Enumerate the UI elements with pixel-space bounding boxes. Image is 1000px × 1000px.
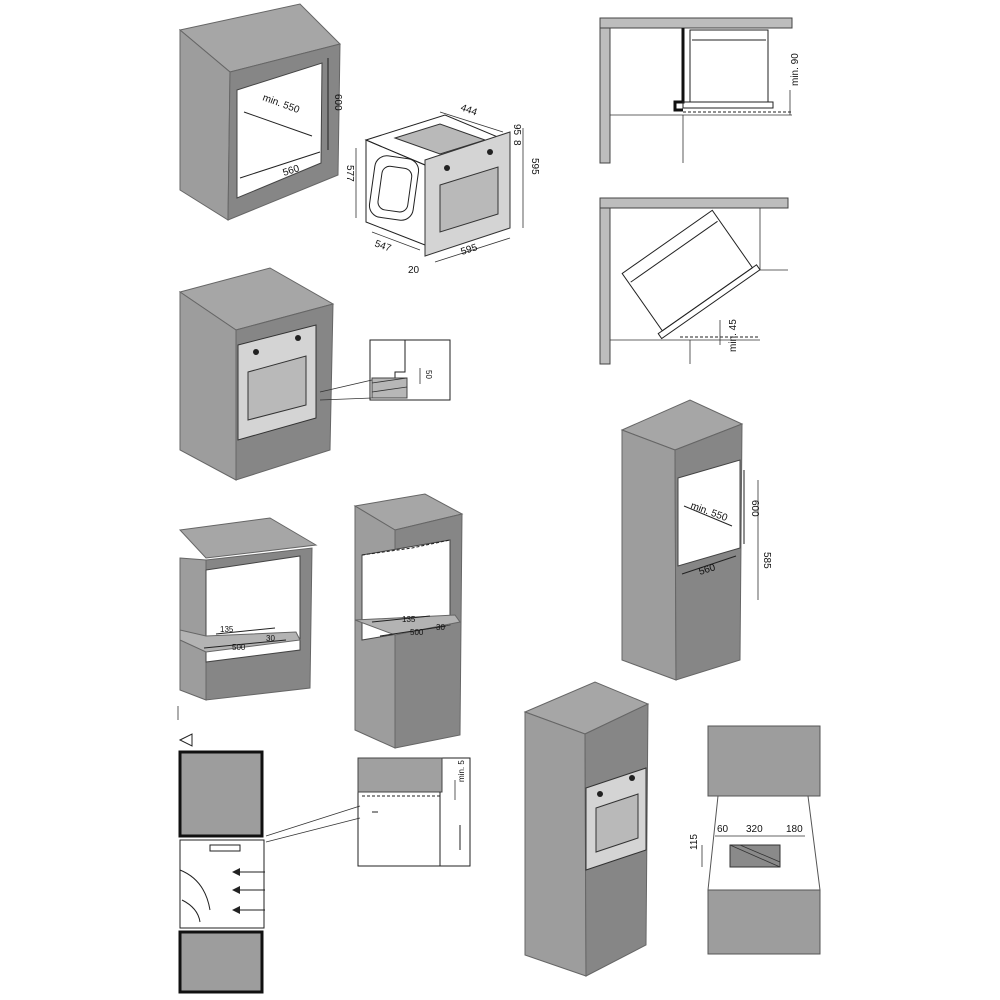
dim-oven-front-width: 595 xyxy=(460,242,480,258)
dim-gap-50: 50 xyxy=(424,370,433,379)
dim-clearance-min-5: min. 5 xyxy=(457,760,466,782)
dim-oven-front-height: 595 xyxy=(529,158,540,175)
dim-tall-niche-width: 560 xyxy=(698,562,718,578)
panel-ventilation-detail: min. 5 xyxy=(357,757,471,867)
dim-niche-width: 560 xyxy=(282,163,302,179)
panel-ventilation-side xyxy=(177,706,361,994)
dim-oven-side-height: 577 xyxy=(344,165,355,182)
dim-height-from-floor: 585 xyxy=(761,552,772,569)
dim-niche-height: 600 xyxy=(332,94,343,111)
panel-base-cabinet-opening: 135 500 30 xyxy=(178,517,318,701)
panel-tall-cabinet-niche: min. 550 600 560 585 xyxy=(620,399,772,681)
panel-oven-dimensions: 444 577 547 20 595 8 95 595 xyxy=(344,102,540,276)
dim-opening-width-320: 320 xyxy=(746,824,763,835)
dim-oven-top-depth: 444 xyxy=(459,102,479,118)
dim-depth-135: 135 xyxy=(220,625,234,634)
dim-oven-base-offset: 20 xyxy=(408,265,420,276)
panel-corner-clearance-straight: min. 90 xyxy=(599,17,801,164)
dim-depth-135-tall: 135 xyxy=(402,615,416,624)
panel-base-cabinet-with-oven xyxy=(178,267,373,481)
dim-tall-niche-height: 600 xyxy=(749,500,760,517)
dim-gap-30-tall: 30 xyxy=(436,623,445,632)
dim-oven-gap-b: 95 xyxy=(511,124,522,136)
dim-oven-gap-a: 8 xyxy=(511,140,522,146)
dim-right-gap-180: 180 xyxy=(786,824,803,835)
panel-detail-gap: 50 xyxy=(369,339,451,401)
panel-tall-cabinet-opening: 135 500 30 xyxy=(353,493,464,749)
panel-corner-clearance-angled: min. 45 xyxy=(599,197,789,365)
dim-oven-side-depth: 547 xyxy=(373,238,393,254)
dim-width-500-tall: 500 xyxy=(410,628,424,637)
panel-tall-cabinet-with-oven xyxy=(523,681,650,977)
dim-gap-30: 30 xyxy=(266,634,275,643)
dim-width-500: 500 xyxy=(232,643,246,652)
panel-base-cabinet-niche: min. 550 600 560 xyxy=(178,3,343,221)
dim-opening-height-115: 115 xyxy=(689,834,700,850)
dim-clearance-min-90: min. 90 xyxy=(790,53,801,86)
dim-clearance-min-45: min. 45 xyxy=(728,319,739,352)
dim-left-gap-60: 60 xyxy=(717,824,729,835)
panel-rear-vent-opening: 60 320 180 115 xyxy=(689,725,821,955)
